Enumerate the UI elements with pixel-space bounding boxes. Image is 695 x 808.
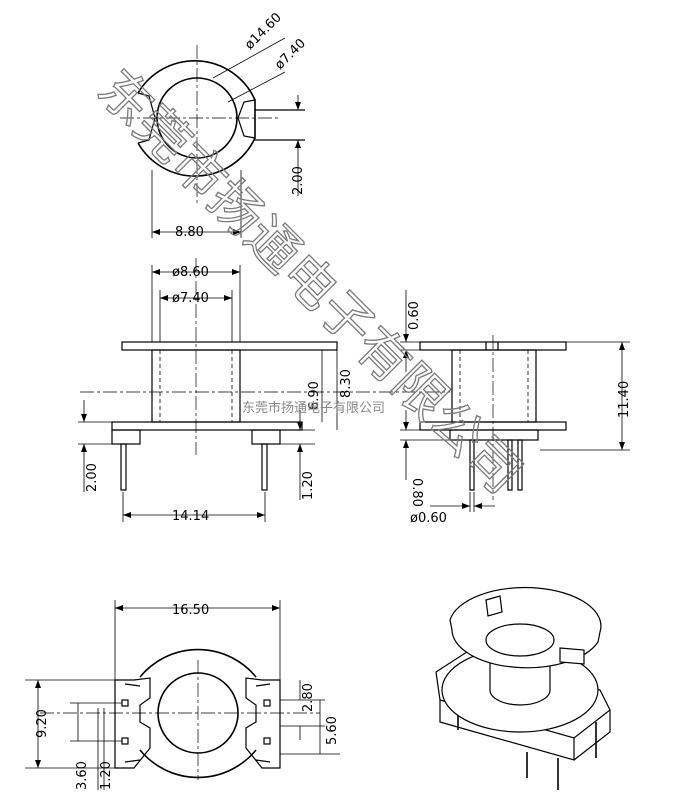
top-slot-width-label: 8.80 [175,225,204,240]
bottom-pin-pitch-small-label: 2.80 [301,683,316,712]
top-view-outer-ring [137,60,256,177]
isometric-view [435,586,611,790]
side-flange-thickness-label: 0.60 [407,301,422,330]
front-pin-length-label: 1.20 [301,471,316,500]
bottom-overall-width-label: 16.50 [172,603,209,618]
front-top-flange [121,341,338,351]
bottom-overall-height-label: 9.20 [35,709,50,738]
front-base-height-label: 2.00 [85,463,100,492]
side-base [449,429,539,441]
side-pin-3 [517,439,523,491]
side-total-height-label: 11.40 [617,381,632,418]
side-pin-2 [507,439,513,491]
top-view-right-notch [237,99,256,139]
side-pin-1 [469,439,475,491]
bottom-left-bracket [114,677,151,769]
front-core-diameter-label: ø7.40 [172,291,209,306]
bottom-offset-b-label: 1.20 [99,761,114,790]
front-view: ø8.60 ø7.40 6.90 8.30 2.00 1.20 14.14 [78,258,450,524]
front-left-pin [120,443,127,491]
top-outer-diameter-label: ø14.60 [242,10,285,53]
bottom-right-bracket [245,677,281,769]
side-view: 0.60 11.40 0.80 ø0.60 [400,290,632,526]
top-slot-depth-label: 2.00 [291,166,306,195]
front-base-flange [111,421,303,431]
bottom-offset-a-label: 3.60 [75,761,90,790]
front-right-foot [251,429,281,445]
side-pin-offset-label: 0.80 [409,478,424,507]
bottom-view: 16.50 9.20 3.60 1.20 2.80 5.60 [25,600,340,790]
watermark-large: 东莞市扬通电子有限公司 [86,59,533,506]
watermark-small: 东莞市扬通电子有限公司 [242,400,385,416]
front-flange-diameter-label: ø8.60 [172,265,209,280]
front-pin-span-label: 14.14 [172,509,209,524]
front-left-foot [111,429,141,445]
front-body-height-label: 8.30 [339,369,354,398]
side-pin-diameter-label: ø0.60 [410,511,447,526]
front-inner-height-label: 6.90 [307,381,322,410]
watermark: 东莞市扬通电子有限公司 东莞市扬通电子有限公司 [85,58,533,506]
bottom-pin-pitch-large-label: 5.60 [325,716,340,745]
front-right-pin [261,443,268,491]
